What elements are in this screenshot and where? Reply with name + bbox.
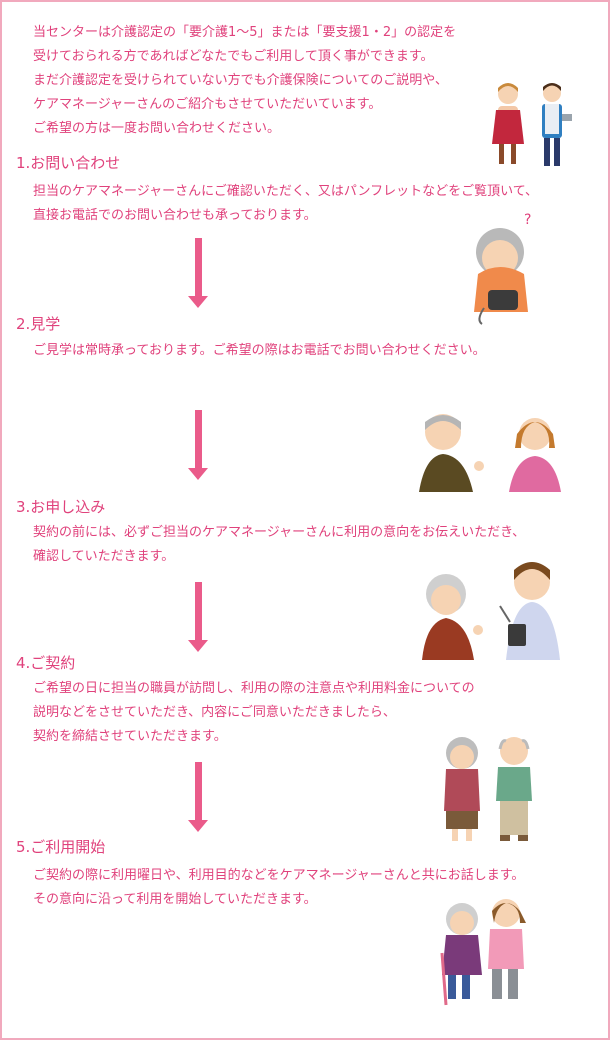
flow-arrow-3: [188, 582, 208, 652]
flow-arrow-2: [188, 410, 208, 480]
step-1-line-2: 直接お電話でのお問い合わせも承っております。: [33, 208, 317, 223]
step-4-line-3: 契約を締結させていただきます。: [33, 729, 227, 744]
step-5-line-1: ご契約の際に利用曜日や、利用目的などをケアマネージャーさんと共にお話します。: [33, 868, 525, 883]
step-2-heading: 2.見学: [16, 315, 61, 333]
step-4-line-2: 説明などをさせていただき、内容にご同意いただきましたら、: [33, 705, 396, 720]
step-3-line-1: 契約の前には、必ずご担当のケアマネージャーさんに利用の意向をお伝えいただき、: [33, 525, 526, 540]
step-4-heading: 4.ご契約: [16, 654, 76, 672]
step-1-line-1: 担当のケアマネージャーさんにご確認いただく、又はパンフレットなどをご覧頂いて、: [33, 184, 539, 199]
step-1-heading: 1.お問い合わせ: [16, 154, 121, 172]
step-5-heading: 5.ご利用開始: [16, 838, 106, 856]
step-2-line-1: ご見学は常時承っております。ご希望の際はお電話でお問い合わせください。: [33, 343, 486, 358]
intro-line-5: ご希望の方は一度お問い合わせください。: [33, 121, 281, 136]
staff-illustration: [486, 80, 576, 172]
step-5-line-2: その意向に沿って利用を開始していただきます。: [33, 892, 317, 907]
elderly-phone-illustration: ?: [466, 212, 546, 330]
step-3-heading: 3.お申し込み: [16, 498, 106, 516]
intro-line-2: 受けておられる方であればどなたでもご利用して頂く事ができます。: [33, 49, 434, 64]
step-4-line-1: ご希望の日に担当の職員が訪問し、利用の際の注意点や利用料金についての: [33, 681, 475, 696]
elderly-couple-illustration: [440, 735, 540, 845]
intro-line-1: 当センターは介護認定の「要介護1〜5」または「要支援1・2」の認定を: [33, 25, 457, 40]
caregiver-illustration: [436, 893, 536, 1007]
visit-conversation-illustration: [417, 408, 562, 492]
intro-line-4: ケアマネージャーさんのご紹介もさせていただいています。: [33, 97, 382, 112]
flow-arrow-1: [188, 238, 208, 308]
application-illustration: [420, 558, 565, 660]
intro-line-3: まだ介護認定を受けられていない方でも介護保険についてのご説明や、: [33, 73, 448, 88]
question-mark: ?: [524, 212, 532, 228]
flow-arrow-4: [188, 762, 208, 832]
step-3-line-2: 確認していただきます。: [33, 549, 175, 564]
